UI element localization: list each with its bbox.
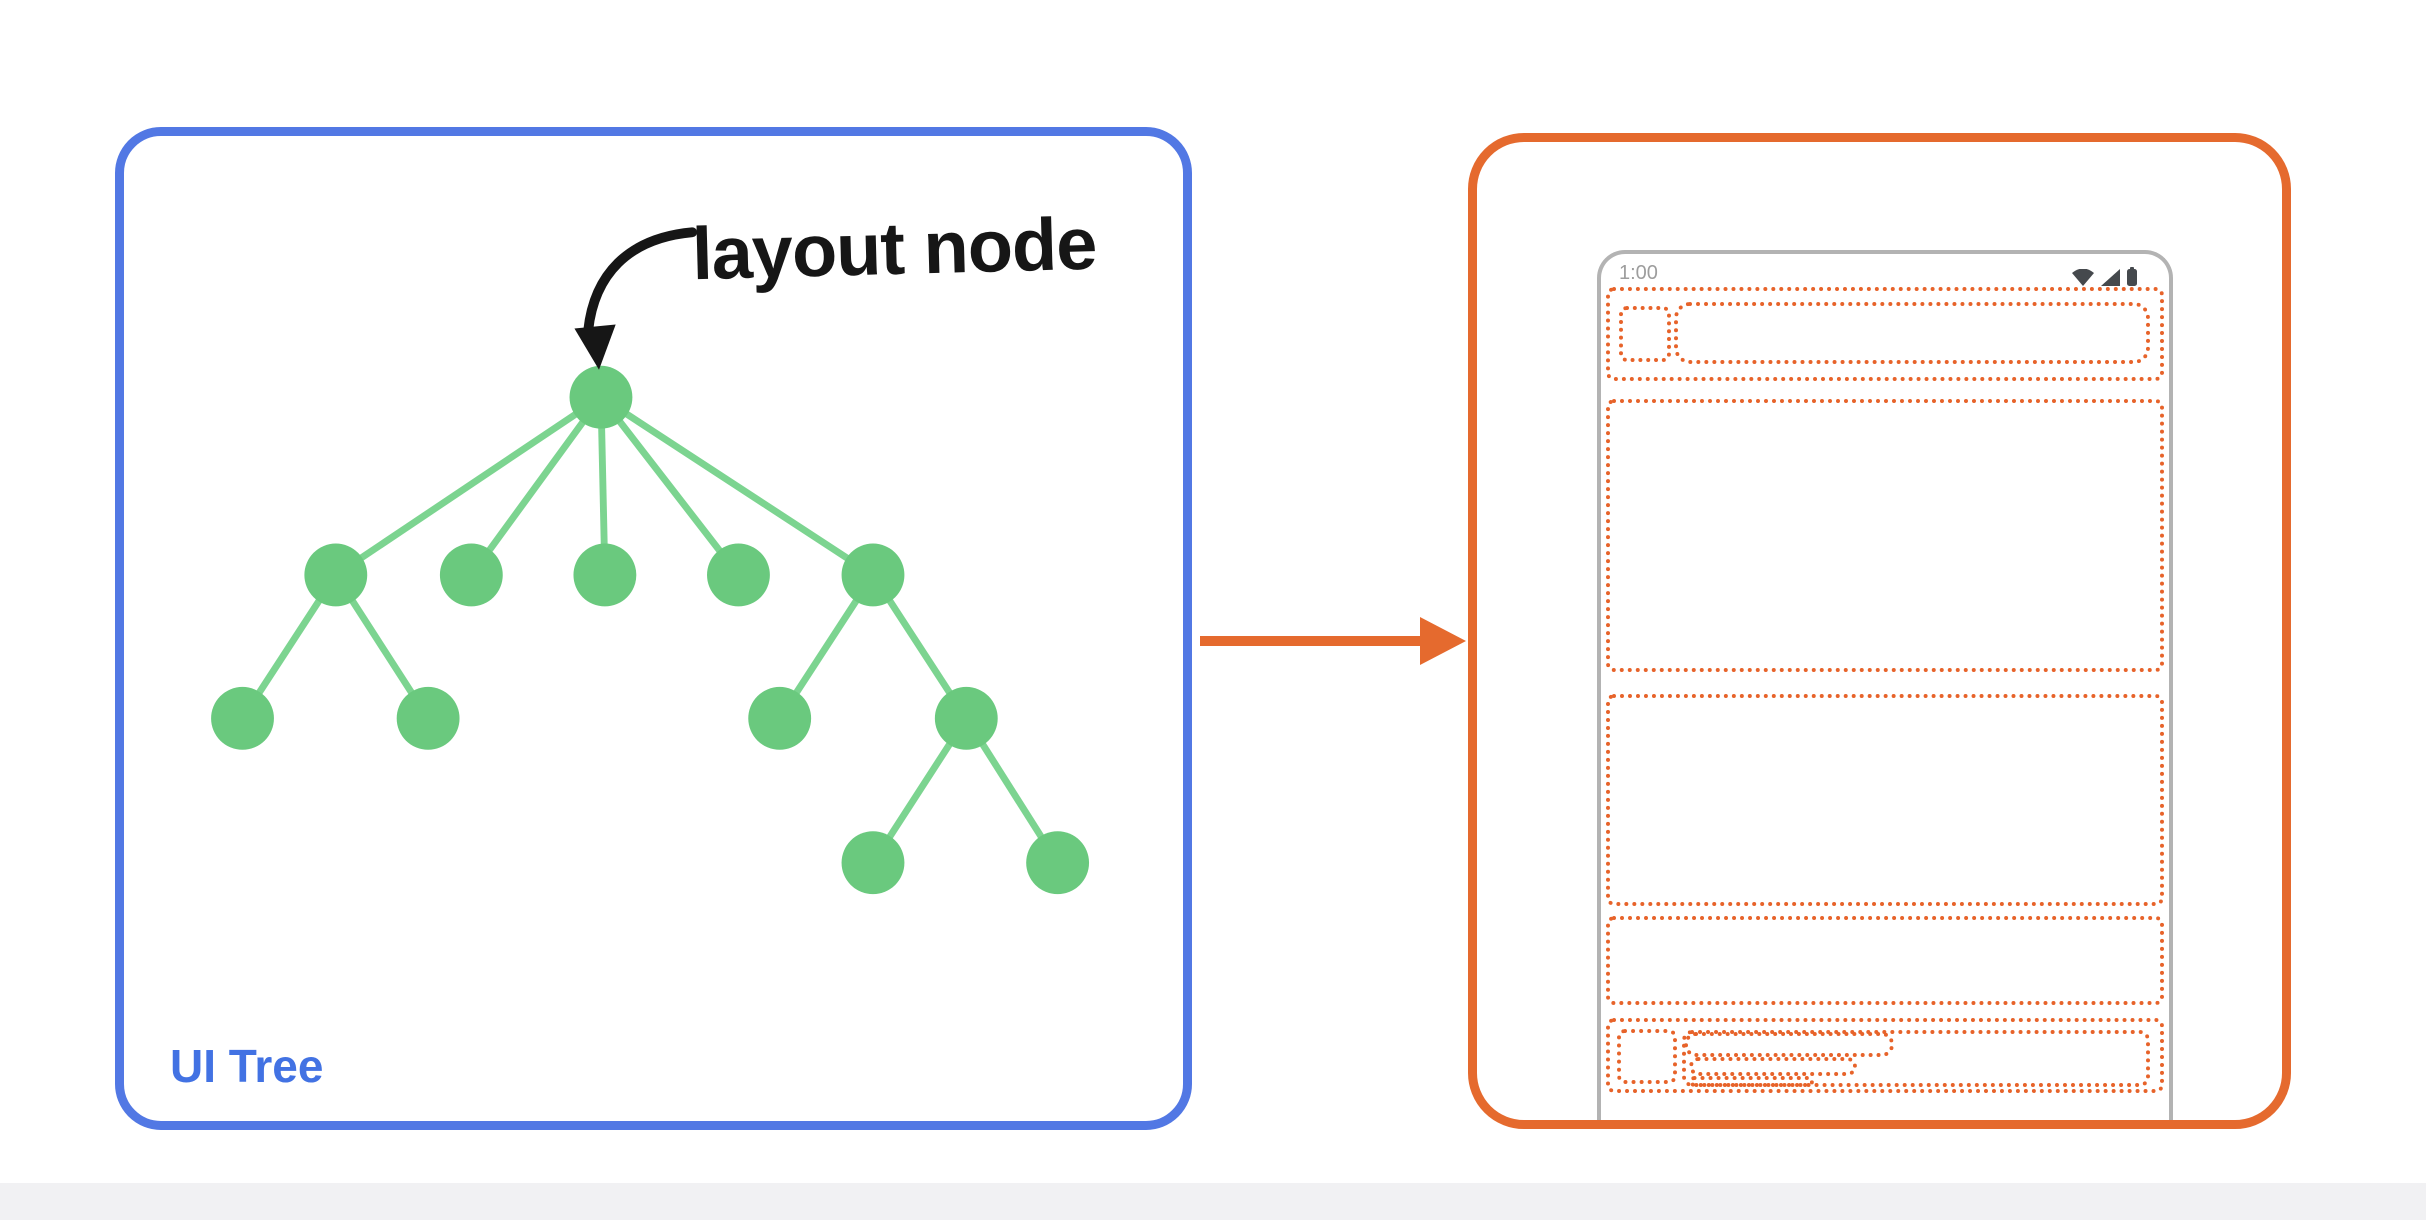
bottom-bar-region [1606, 1018, 2164, 1093]
tree-node-c5b2 [1026, 831, 1090, 895]
tree-node-c5 [841, 543, 905, 607]
battery-icon [2127, 267, 2137, 286]
tree-node-c5a [748, 686, 812, 750]
nav-icon-box [1619, 306, 1671, 362]
tree-node-c2 [439, 543, 503, 607]
top-app-bar-region [1606, 287, 2164, 381]
tree-node-root [569, 365, 633, 429]
text-line-1 [1684, 1032, 1894, 1057]
tree-edge [598, 395, 742, 578]
tree-edge [333, 394, 603, 578]
wifi-icon [2072, 269, 2094, 286]
tree-node-c1 [304, 543, 368, 607]
tree-node-c1b [396, 686, 460, 750]
phone-frame: 1:00 [1597, 250, 2173, 1120]
tree-node-c5b [934, 686, 998, 750]
tree-edge [468, 395, 604, 578]
text-line-3 [1689, 1076, 1814, 1087]
bottom-inner-box [1682, 1030, 2150, 1087]
page-bottom-strip [0, 1183, 2426, 1220]
tree-edge [599, 394, 875, 578]
flow-arrow-icon [1200, 617, 1466, 665]
text-line-2 [1689, 1057, 1857, 1076]
search-bar-box [1674, 302, 2150, 364]
ui-tree-label: UI Tree [170, 1040, 324, 1092]
status-bar-time: 1:00 [1619, 262, 1658, 284]
content-block-3 [1606, 916, 2164, 1005]
tree-node-c5b1 [841, 831, 905, 895]
bottom-icon-box [1617, 1029, 1677, 1084]
content-block-2 [1606, 694, 2164, 906]
status-bar-icons [2072, 266, 2137, 286]
ui-tree-graphic [211, 365, 1090, 895]
tree-node-c4 [707, 543, 770, 607]
ui-tree-panel: layout node UI Tree [115, 127, 1192, 1130]
layout-node-label: layout node [690, 201, 1098, 296]
tree-node-c3 [573, 543, 637, 607]
signal-icon [2101, 269, 2120, 286]
tree-node-c1a [211, 686, 274, 750]
content-block-1 [1606, 399, 2164, 672]
screenshot-panel: 1:00 [1468, 133, 2291, 1129]
